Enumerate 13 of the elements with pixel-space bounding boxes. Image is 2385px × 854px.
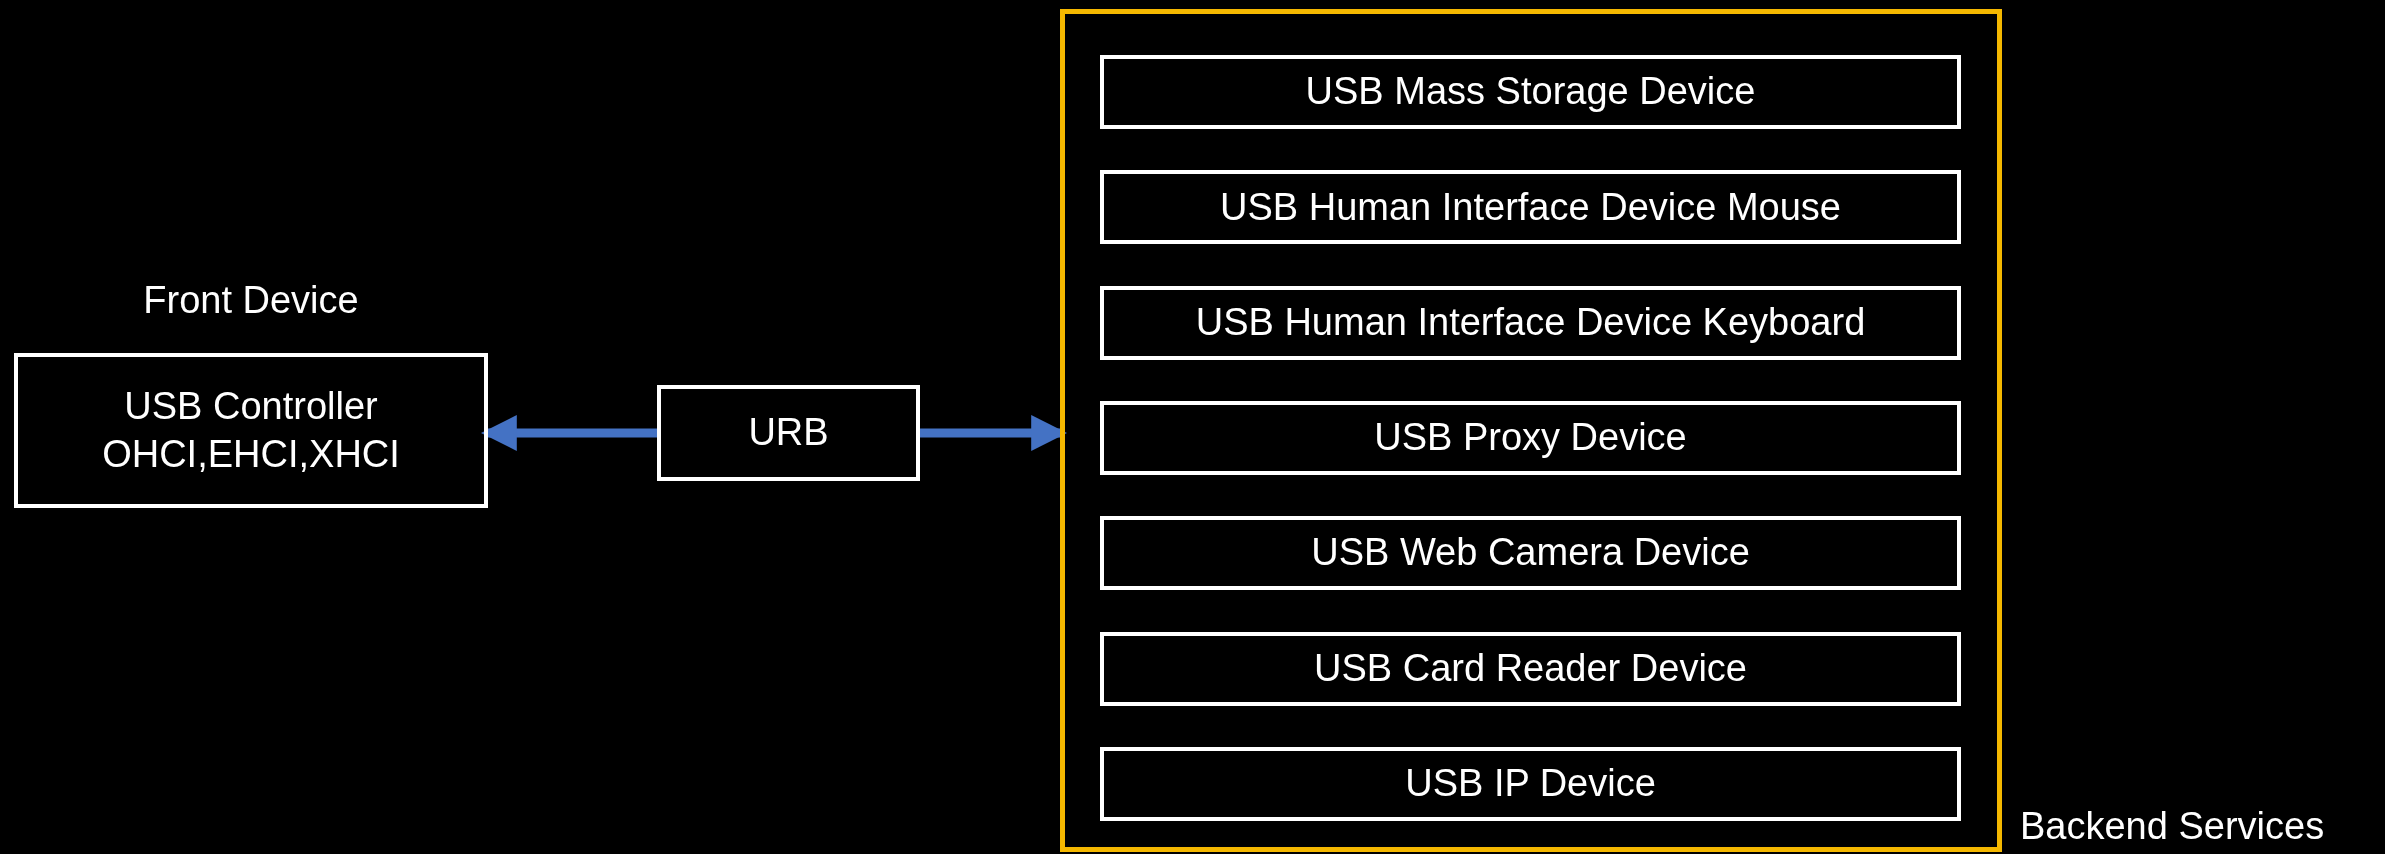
- box-label: USB Proxy Device: [1374, 415, 1687, 461]
- group-label: Backend Services: [2020, 804, 2325, 850]
- box-label: USB Human Interface Device Keyboard: [1195, 299, 1866, 345]
- box-label: URB: [748, 410, 829, 456]
- box-label: USB IP Device: [1405, 761, 1656, 807]
- box-label: USB Mass Storage Device: [1305, 69, 1756, 115]
- node-heading: Front Device: [143, 278, 359, 324]
- box-label: USB Web Camera Device: [1311, 530, 1750, 576]
- arrow: [920, 415, 1068, 451]
- arrow: [480, 415, 657, 451]
- box-label: USB Card Reader Device: [1314, 645, 1747, 691]
- box-label: USB Human Interface Device Mouse: [1220, 184, 1841, 230]
- box-label: USB Controller OHCI,EHCI,XHCI: [101, 384, 401, 477]
